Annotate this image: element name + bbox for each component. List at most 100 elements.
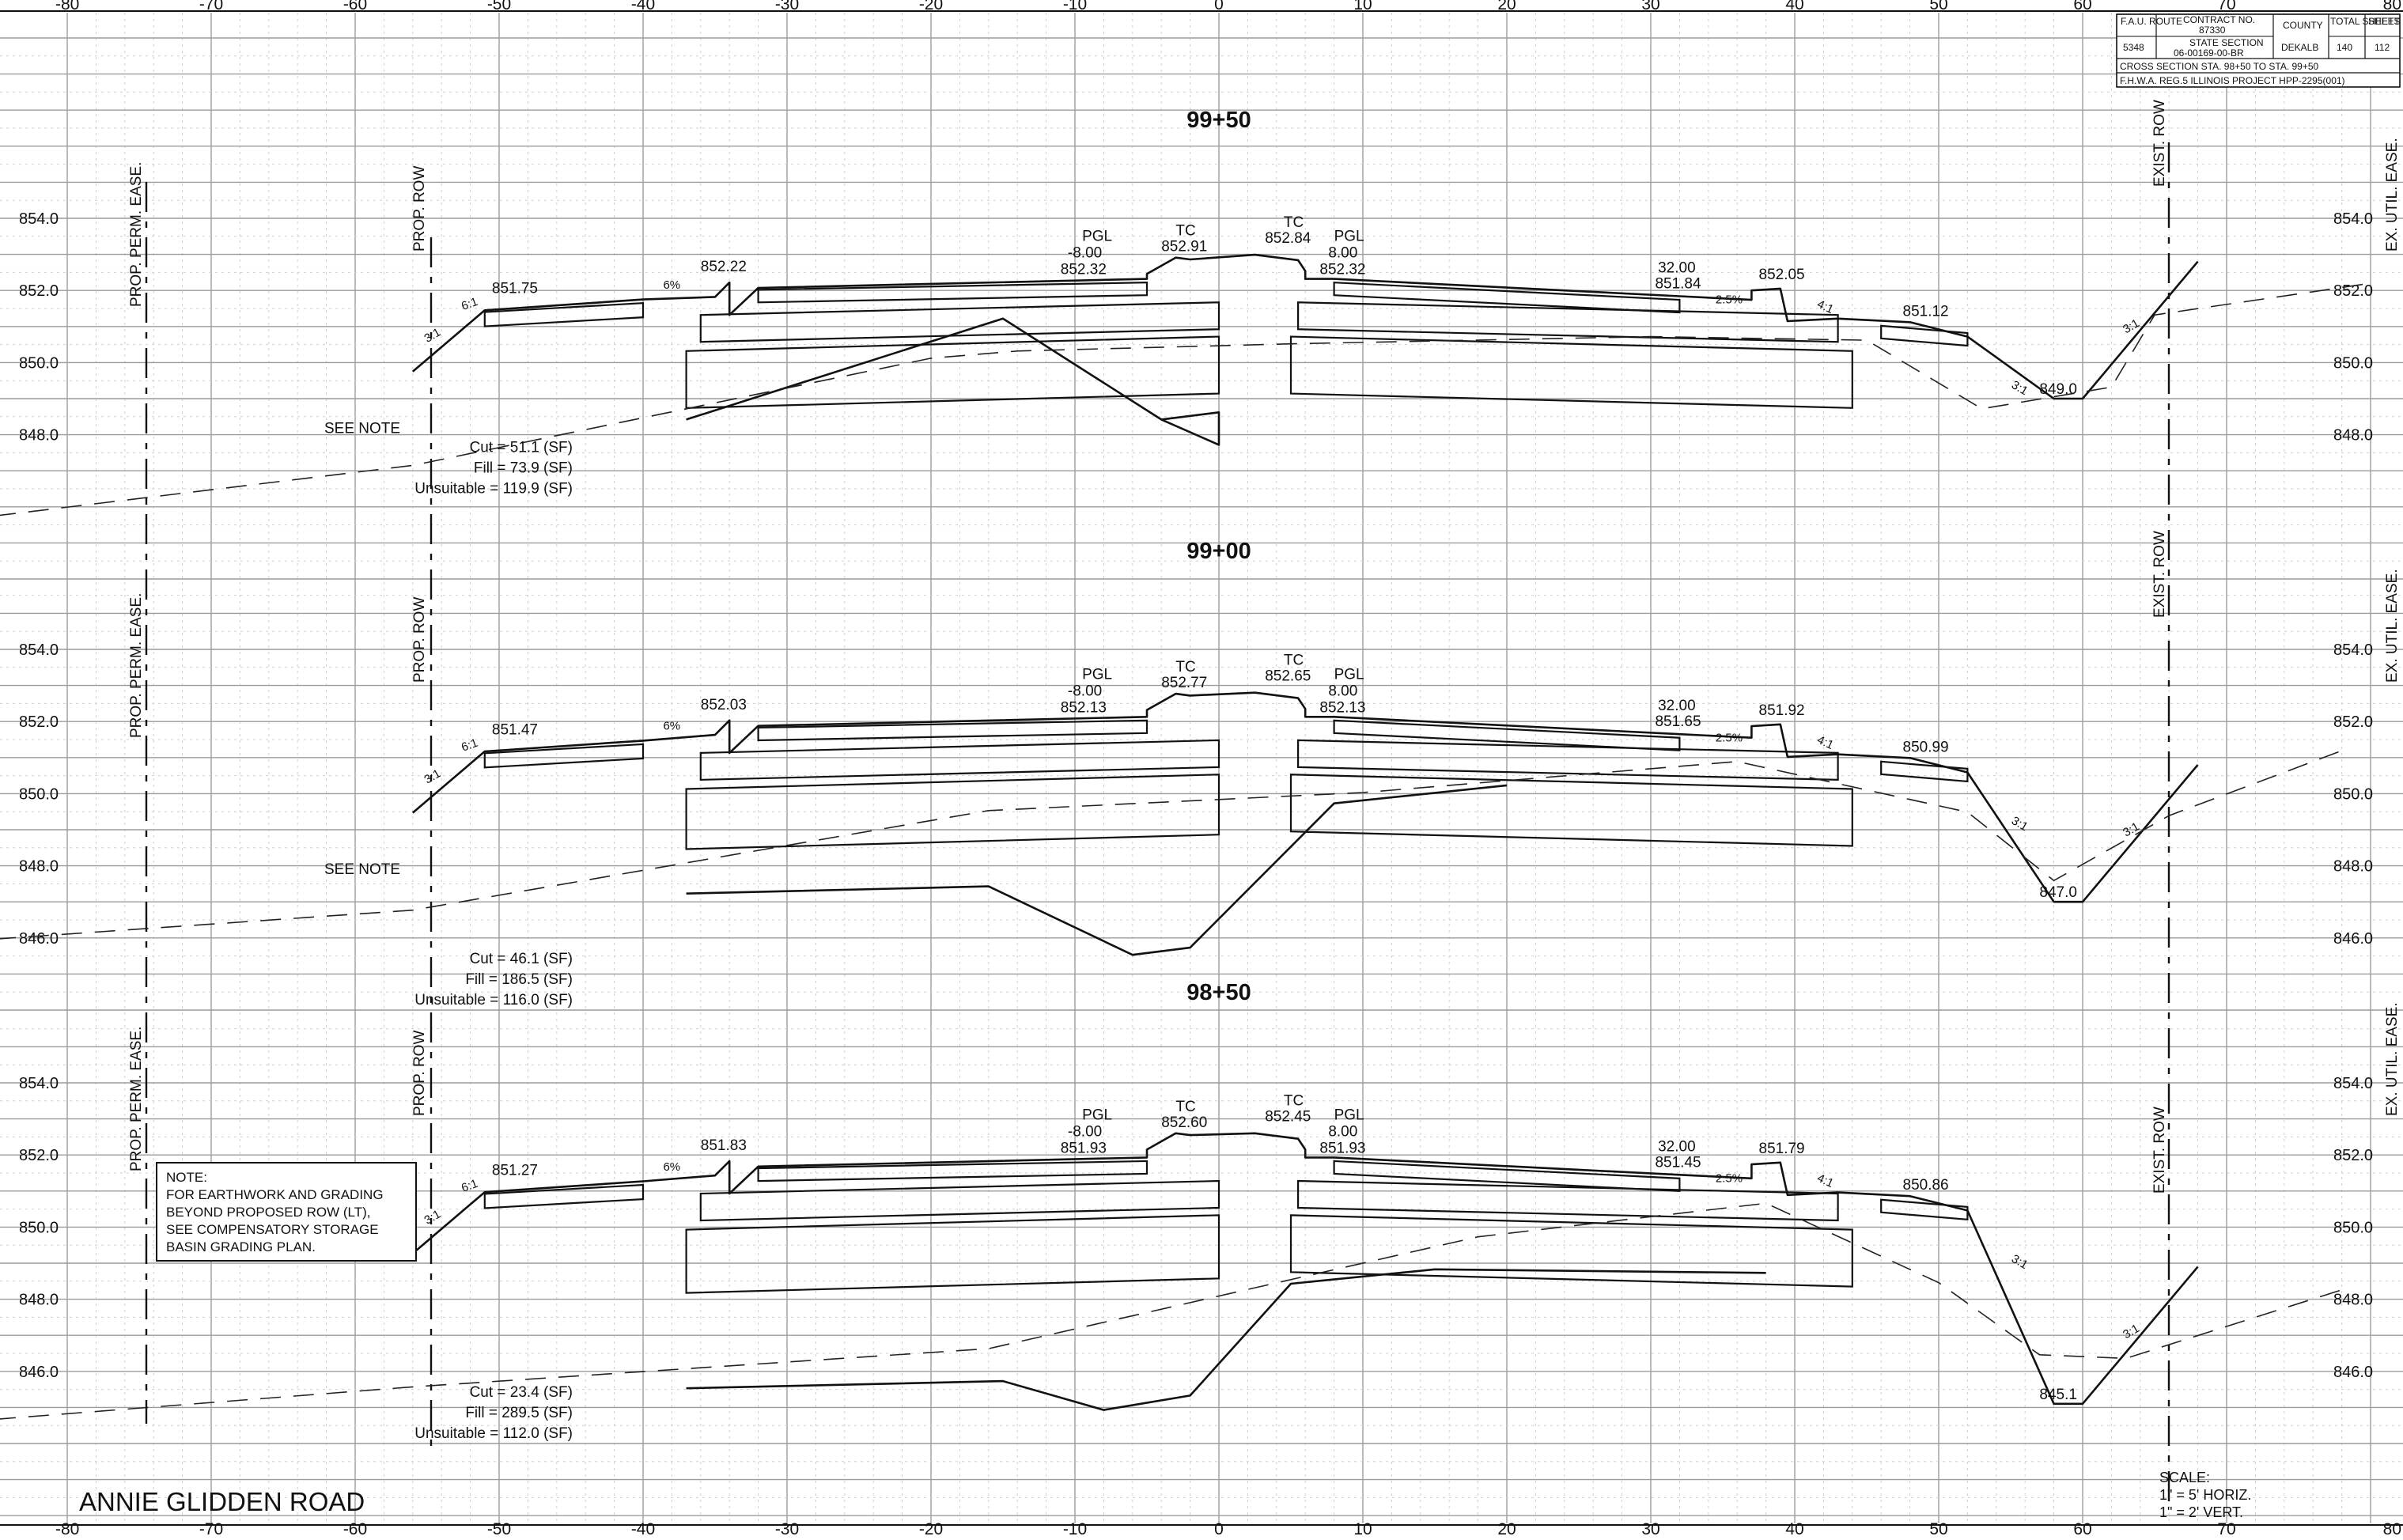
exist-row-label: EXIST. ROW: [2151, 100, 2168, 187]
tb-xs-line: CROSS SECTION STA. 98+50 TO STA. 99+50: [2120, 61, 2319, 72]
prop-row-label: PROP. ROW: [411, 166, 428, 252]
subbase-left: [699, 739, 1220, 781]
elevation-tick-right: 850.0: [2333, 354, 2373, 372]
proposed-surface: [411, 691, 2199, 903]
pgl-right-label: PGL: [1334, 1107, 1364, 1123]
see-note-label: SEE NOTE: [324, 420, 400, 437]
aggregate-right: [1289, 774, 1853, 847]
offset-tick-label-bottom: -80: [55, 1520, 79, 1536]
left-walk-elev: 851.27: [492, 1162, 538, 1179]
note-box: NOTE: FOR EARTHWORK AND GRADING BEYOND P…: [156, 1162, 417, 1262]
slope-tag-left-terrace: 6%: [663, 278, 680, 292]
left-curb-elev: 852.03: [701, 697, 747, 713]
tb-county-value: DEKALB: [2281, 42, 2318, 53]
offset-tick-label-top: -40: [631, 0, 655, 13]
subbase-right: [1297, 739, 1839, 781]
proposed-surface: [411, 253, 2199, 400]
tb-section-label: STATE SECTION: [2189, 37, 2264, 48]
pgl-left-label: PGL: [1082, 666, 1112, 683]
right-offset-label: 32.00: [1658, 259, 1696, 276]
sidewalk-left: [483, 743, 645, 769]
right-offset-elev: 851.65: [1655, 713, 1701, 730]
elevation-tick-right: 850.0: [2333, 1219, 2373, 1236]
tc-right-label: TC: [1284, 653, 1304, 669]
cut-quantity: Cut = 23.4 (SF): [470, 1384, 573, 1401]
offset-tick-label-bottom: -20: [919, 1520, 943, 1536]
ex-util-ease-label: EX. UTIL. EASE.: [2384, 1002, 2401, 1116]
tc-left-elev: 852.60: [1161, 1114, 1207, 1131]
station-label: 98+50: [1186, 980, 1251, 1005]
pgl-right-elev: 852.32: [1319, 262, 1365, 278]
elevation-tick-left: 850.0: [19, 785, 59, 803]
offset-tick-label-top: -70: [199, 0, 223, 13]
offset-tick-label-top: -80: [55, 0, 79, 13]
pgl-right-elev: 852.13: [1319, 699, 1365, 716]
pavement-layer-left: [757, 719, 1149, 742]
exist-row-label: EXIST. ROW: [2151, 531, 2168, 618]
left-curb-elev: 852.22: [701, 259, 747, 275]
tc-right-label: TC: [1284, 214, 1304, 231]
pgl-left-elev: 852.13: [1061, 699, 1107, 716]
elevation-tick-right: 850.0: [2333, 785, 2373, 803]
elevation-tick-left: 850.0: [19, 354, 59, 372]
tc-left-label: TC: [1175, 1099, 1195, 1115]
tb-fau-value: 5348: [2123, 42, 2144, 53]
tb-contract-label: CONTRACT NO.: [2183, 14, 2255, 25]
prop-perm-ease-label: PROP. PERM. EASE.: [128, 1027, 145, 1171]
pavement-layer-right: [1333, 1160, 1681, 1192]
tb-sheet-value: 112: [2375, 42, 2390, 53]
elevation-tick-right: 848.0: [2333, 1292, 2373, 1309]
unsuitable-quantity: Unsuitable = 112.0 (SF): [414, 1425, 573, 1442]
offset-tick-label-top: -20: [919, 0, 943, 13]
pgl-right-offset: 8.00: [1328, 245, 1357, 262]
offset-tick-label-bottom: 40: [1785, 1520, 1803, 1536]
elevation-tick-left: 848.0: [19, 427, 59, 445]
tc-right-label: TC: [1284, 1093, 1304, 1110]
unsuitable-quantity: Unsuitable = 116.0 (SF): [414, 992, 573, 1008]
slope-tag-left-walk: 6:1: [460, 1177, 479, 1195]
scale-title: SCALE:: [2159, 1470, 2210, 1485]
tb-fhwa-line: F.H.W.A. REG.5 ILLINOIS PROJECT HPP-2295…: [2120, 75, 2345, 86]
right-offset-elev: 851.84: [1655, 275, 1701, 292]
offset-tick-label-bottom: 0: [1214, 1520, 1224, 1536]
aggregate-left: [685, 774, 1220, 850]
elevation-tick-left: 854.0: [19, 641, 59, 659]
elevation-tick-left: 850.0: [19, 1219, 59, 1236]
road-name: ANNIE GLIDDEN ROAD: [79, 1487, 365, 1516]
right-walk-elev: 850.99: [1903, 739, 1949, 755]
tc-left-elev: 852.77: [1161, 675, 1207, 691]
scale-vert: 1" = 2' VERT.: [2159, 1504, 2243, 1520]
fill-quantity: Fill = 73.9 (SF): [474, 460, 573, 477]
offset-tick-label-top: -30: [775, 0, 799, 13]
elevation-tick-right: 846.0: [2333, 930, 2373, 948]
tc-right-elev: 852.65: [1265, 668, 1311, 685]
ditch-elev: 847.0: [2039, 884, 2077, 901]
tb-contract-value: 87330: [2199, 25, 2226, 36]
subbase-left: [699, 1179, 1220, 1222]
pgl-left-offset: -8.00: [1068, 683, 1102, 699]
slope-tag-left-walk: 6:1: [460, 295, 479, 313]
offset-tick-label-bottom: -50: [487, 1520, 511, 1536]
pgl-left-label: PGL: [1082, 1107, 1112, 1123]
offset-tick-label-bottom: -10: [1063, 1520, 1087, 1536]
subbase-right: [1297, 1179, 1839, 1222]
aggregate-right: [1289, 335, 1853, 409]
fill-quantity: Fill = 186.5 (SF): [465, 971, 573, 988]
offset-tick-label-top: -10: [1063, 0, 1087, 13]
station-label: 99+50: [1186, 108, 1251, 133]
right-curb-elev: 852.05: [1759, 267, 1805, 283]
subbase-left: [699, 301, 1220, 343]
offset-tick-label-top: 20: [1497, 0, 1516, 13]
left-walk-elev: 851.75: [492, 281, 538, 297]
right-walk-elev: 851.12: [1903, 303, 1949, 320]
subbase-right: [1297, 301, 1839, 343]
elevation-tick-right: 854.0: [2333, 641, 2373, 659]
prop-row-label: PROP. ROW: [411, 1031, 428, 1116]
elevation-tick-right: 854.0: [2333, 210, 2373, 228]
ex-util-ease-label: EX. UTIL. EASE.: [2384, 569, 2401, 683]
pavement-layer-right: [1333, 282, 1681, 314]
right-offset-label: 32.00: [1658, 1138, 1696, 1155]
right-curb-elev: 851.92: [1759, 702, 1805, 719]
